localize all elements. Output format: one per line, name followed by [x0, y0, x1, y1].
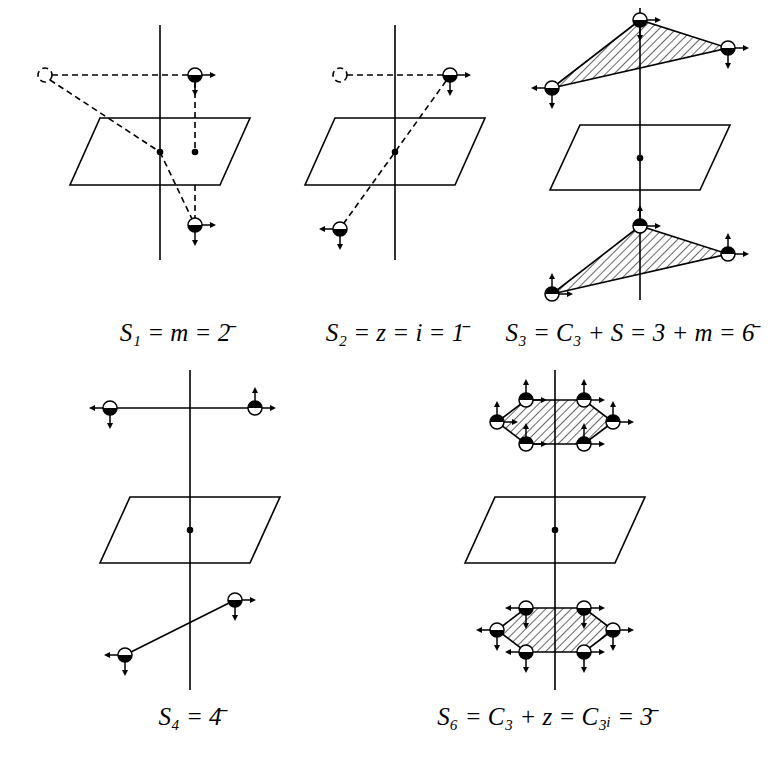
formula-label: S₆ = C₃ + z = C₃ᵢ = 3̄ [437, 702, 653, 732]
formula-label: S₄ = 4̄ [158, 702, 221, 732]
formula-label: S₃ = C₃ + S = 3 + m = 6̄ [506, 318, 755, 348]
formula-label: S₁ = m = 2̄ [120, 318, 231, 348]
formula-label: S₂ = z = i = 1̄ [326, 318, 464, 348]
